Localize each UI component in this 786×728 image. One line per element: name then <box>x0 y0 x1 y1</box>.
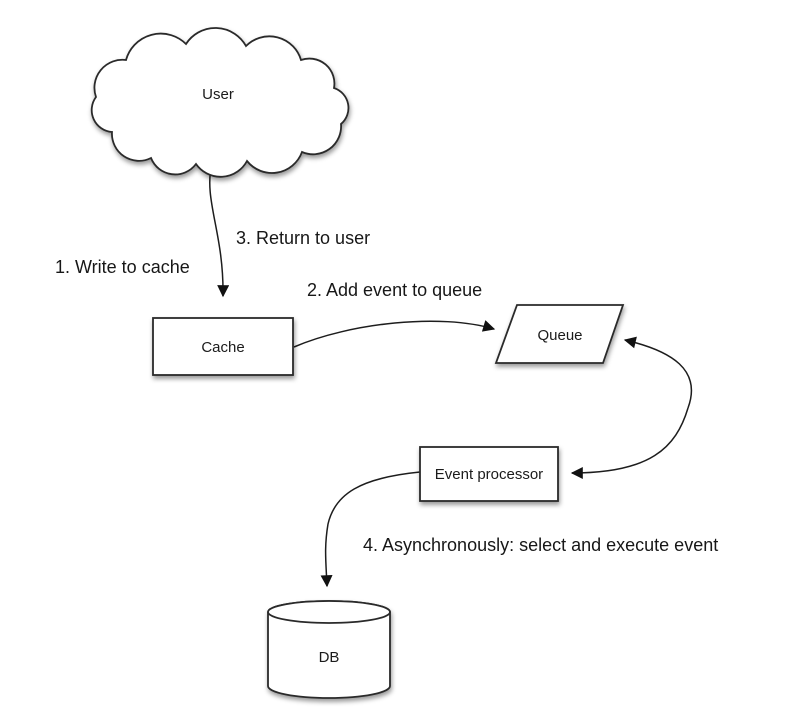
diagram-nodes: User Cache Queue Event processor DB <box>90 27 625 699</box>
db-cylinder-label: DB <box>319 649 340 666</box>
arrow-user-to-cache <box>209 162 230 298</box>
user-cloud-label: User <box>202 86 234 103</box>
step4-label: 4. Asynchronously: select and execute ev… <box>363 535 718 555</box>
step2-label: 2. Add event to queue <box>307 280 482 300</box>
user-cloud-shape <box>90 27 350 178</box>
arrow-eventprocessor-to-queue-upper <box>623 336 693 409</box>
diagram-step-labels: 1. Write to cache 3. Return to user 2. A… <box>55 228 718 555</box>
db-cylinder-top <box>267 600 391 624</box>
step3-label: 3. Return to user <box>236 228 370 248</box>
arrow-cache-to-queue <box>293 320 496 348</box>
cache-box-label: Cache <box>201 339 244 356</box>
arrow-queue-to-eventprocessor-lower <box>570 407 689 479</box>
cache-box <box>152 317 294 376</box>
arrow-eventprocessor-to-db <box>320 471 421 588</box>
diagram-edges <box>209 162 693 588</box>
event-processor-box-label: Event processor <box>435 466 543 483</box>
queue-parallelogram-label: Queue <box>537 327 582 344</box>
queue-parallelogram <box>494 304 625 364</box>
event-processor-box <box>419 446 559 502</box>
step1-label: 1. Write to cache <box>55 257 190 277</box>
